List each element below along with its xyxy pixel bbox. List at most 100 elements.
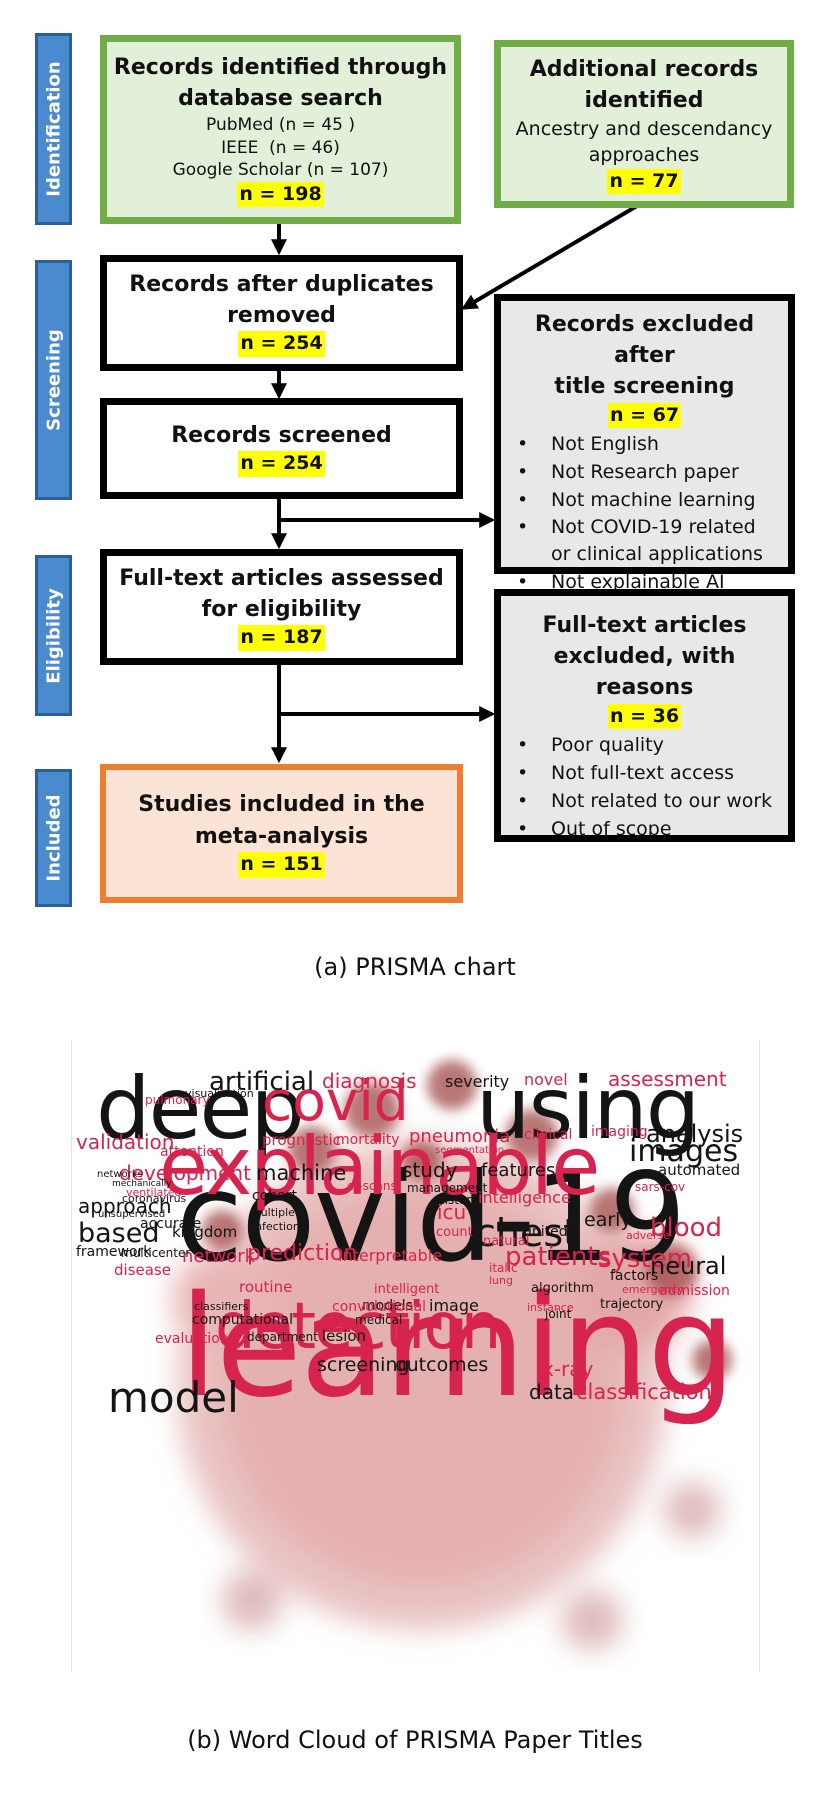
excluded-fulltext-reasons: Poor quality Not full-text access Not re… [501, 731, 788, 843]
box-records-identified: Records identified through database sear… [100, 35, 461, 224]
included-title-1: Studies included in the [138, 792, 425, 818]
word-cloud-word: early [584, 1209, 632, 1231]
word-cloud-word: factors [610, 1268, 659, 1284]
word-cloud-word: machine [256, 1161, 347, 1185]
word-cloud-word: classifiers [194, 1300, 249, 1313]
word-cloud-word: evaluation [155, 1331, 229, 1347]
word-cloud-word: department [247, 1330, 318, 1344]
word-cloud-word: united [523, 1224, 568, 1240]
word-cloud-word: routine [239, 1278, 293, 1296]
word-cloud-word: visualization [185, 1087, 254, 1100]
word-cloud-word: prediction [247, 1241, 358, 1266]
word-cloud-word: disease [114, 1261, 171, 1279]
word-cloud-word: natural [483, 1234, 530, 1249]
additional-count: n = 77 [607, 168, 681, 195]
stage-screening-label: Screening [43, 329, 64, 431]
word-cloud-word: patients [505, 1242, 612, 1272]
box-excluded-title: Records excluded after title screening n… [494, 294, 795, 596]
word-cloud-word: features [481, 1160, 556, 1181]
word-cloud-word: multicenter [121, 1246, 191, 1260]
word-cloud-word: lung [489, 1274, 513, 1287]
flow-connectors [271, 204, 639, 764]
word-cloud-word: novel [524, 1070, 568, 1089]
word-cloud-word: instance [527, 1301, 574, 1314]
word-cloud-word: system [598, 1244, 692, 1274]
word-cloud-word: ventilated [126, 1186, 182, 1199]
word-cloud-word: chest [475, 1211, 579, 1255]
word-cloud-word: icu [437, 1200, 467, 1224]
word-cloud-word: trajectory [600, 1297, 664, 1312]
additional-desc-1: Ancestry and descendancy [515, 118, 773, 141]
fulltext-count: n = 187 [238, 625, 325, 652]
word-cloud-word: algorithm [531, 1281, 594, 1296]
word-cloud-word: models [362, 1298, 413, 1314]
excluded-title-count: n = 67 [607, 402, 682, 429]
word-cloud-word: mechanically [112, 1179, 172, 1189]
word-cloud-word: ct-scans [347, 1179, 397, 1193]
word-cloud-word: explainable [159, 1120, 600, 1213]
screened-title: Records screened [171, 423, 392, 449]
identified-title-2: database search [178, 86, 383, 112]
word-cloud-word: emergency [622, 1283, 684, 1296]
arrow-additional-to-duplicates [461, 204, 639, 310]
word-cloud-word: network [182, 1246, 256, 1267]
word-cloud-word: multiple [250, 1206, 295, 1219]
stage-eligibility-label: Eligibility [43, 587, 64, 684]
excluded-fulltext-heading-2: excluded, with reasons [553, 644, 736, 701]
list-item-line: Not COVID-19 related [551, 516, 756, 539]
word-cloud-word: history [437, 1193, 479, 1207]
list-item: Out of scope [517, 815, 788, 843]
word-cloud-word: convolutional [332, 1299, 427, 1315]
word-cloud-word: x-ray [542, 1357, 594, 1381]
stage-screening: Screening [35, 260, 72, 500]
list-item: Not COVID-19 related or clinical applicat… [517, 514, 788, 568]
word-cloud-word: deep [96, 1059, 305, 1159]
word-cloud-word: sars-cov [635, 1180, 686, 1194]
word-cloud-word: kingdom [172, 1223, 238, 1241]
list-item: Not related to our work [517, 787, 788, 815]
additional-title-2: identified [584, 87, 704, 113]
word-cloud-word: validation [76, 1130, 175, 1154]
list-item: Not explainable AI [517, 568, 788, 596]
fulltext-title-2: for eligibility [201, 597, 362, 623]
word-cloud-word: classification [576, 1380, 712, 1404]
word-cloud-word: adverse [626, 1229, 671, 1242]
word-cloud-word: count [436, 1225, 473, 1240]
list-item: Not Research paper [517, 458, 788, 486]
list-item: Not full-text access [517, 759, 788, 787]
duplicates-title-1: Records after duplicates [129, 271, 434, 297]
word-cloud-word: analysis [646, 1120, 744, 1148]
list-item-line-cont: or clinical applications [551, 543, 763, 566]
word-cloud-word: networks [97, 1169, 143, 1180]
word-cloud-word: diagnosis [322, 1069, 417, 1093]
word-cloud-word: outcomes [395, 1354, 489, 1376]
word-cloud-word: unsupervised [98, 1209, 166, 1220]
excluded-title-heading-1: Records excluded after [534, 312, 755, 369]
word-cloud-word: coronavirus [122, 1192, 187, 1205]
word-cloud-word: based [78, 1218, 160, 1249]
word-cloud-word: assessment [608, 1067, 727, 1091]
word-cloud-word: accurate [140, 1216, 202, 1232]
word-cloud-word: model [108, 1373, 239, 1422]
word-cloud-word: covid [262, 1069, 409, 1133]
word-cloud-word: management [407, 1181, 488, 1195]
box-additional-records: Additional records identified Ancestry a… [494, 40, 794, 208]
word-cloud-word: learning [179, 1266, 736, 1429]
word-cloud-word: mortality [336, 1132, 400, 1148]
identified-title-1: Records identified through [113, 54, 448, 80]
duplicates-title-2: removed [227, 303, 336, 329]
word-cloud-word: pneumonia [409, 1126, 511, 1147]
stage-identification-label: Identification [43, 61, 64, 197]
word-cloud-word: intelligence [478, 1188, 571, 1207]
word-cloud-word: prognostic [262, 1131, 341, 1149]
word-cloud-word: screening [317, 1354, 410, 1376]
word-cloud-word: lesion [322, 1327, 367, 1345]
word-cloud-word: computational [192, 1312, 294, 1328]
caption-word-cloud: (b) Word Cloud of PRISMA Paper Titles [187, 1726, 643, 1754]
box-studies-included: Studies included in the meta-analysis n … [100, 764, 463, 903]
word-cloud-word: intelligent [374, 1282, 440, 1297]
identified-source-pubmed: PubMed (n = 45 ) [206, 115, 355, 136]
excluded-title-reasons: Not English Not Research paper Not machi… [501, 430, 788, 596]
word-cloud-word: blood [650, 1213, 723, 1243]
